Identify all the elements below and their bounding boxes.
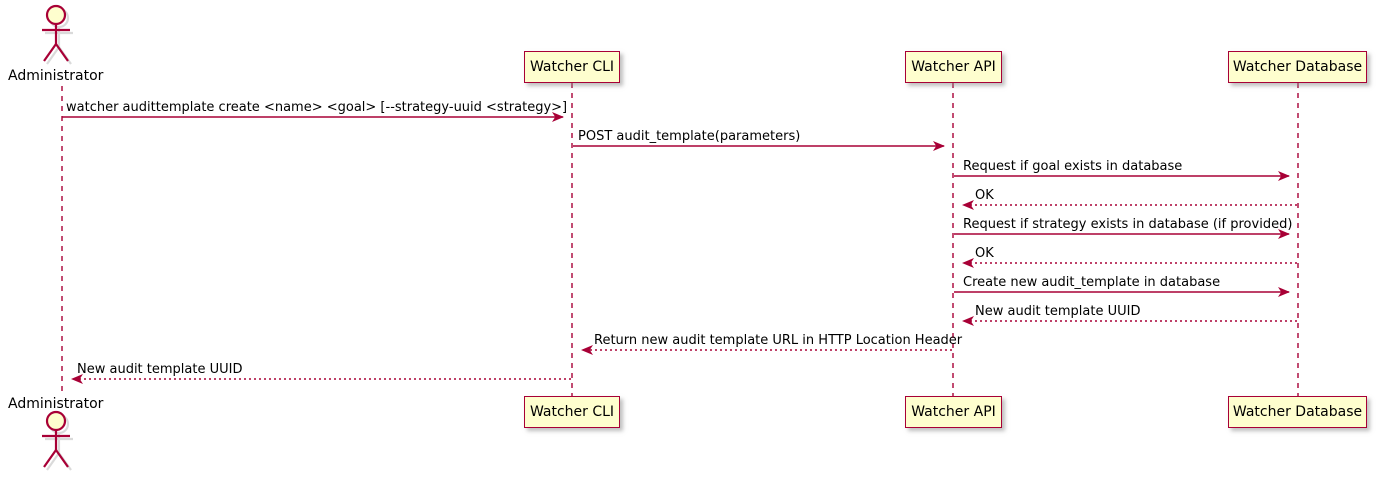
- participant-label-watcher-api: Watcher API: [911, 59, 996, 75]
- message-label-9: Return new audit template URL in HTTP Lo…: [594, 333, 963, 348]
- actor-label-administrator-top: Administrator: [8, 68, 104, 84]
- participant-label-watcher-cli: Watcher CLI: [529, 59, 615, 75]
- participant-box-watcher-cli-bottom[interactable]: Watcher CLI: [524, 396, 620, 428]
- message-label-8: New audit template UUID: [975, 304, 1141, 319]
- message-label-1: watcher audittemplate create <name> <goa…: [66, 100, 568, 115]
- participant-label-watcher-api: Watcher API: [911, 404, 996, 420]
- participant-label-watcher-cli: Watcher CLI: [529, 404, 615, 420]
- actor-administrator-bottom-icon: [42, 410, 70, 468]
- participant-box-watcher-api-bottom[interactable]: Watcher API: [905, 396, 1002, 428]
- participant-box-watcher-cli-top[interactable]: Watcher CLI: [524, 51, 620, 83]
- participant-box-watcher-database-bottom[interactable]: Watcher Database: [1228, 396, 1367, 428]
- actor-administrator-top-icon: [42, 4, 70, 62]
- message-label-2: POST audit_template(parameters): [578, 129, 801, 144]
- message-label-10: New audit template UUID: [77, 362, 243, 377]
- message-label-6: OK: [975, 246, 994, 261]
- participant-box-watcher-api-top[interactable]: Watcher API: [905, 51, 1002, 83]
- message-label-5: Request if strategy exists in database (…: [963, 217, 1293, 232]
- message-label-4: OK: [975, 188, 994, 203]
- participant-label-watcher-database: Watcher Database: [1232, 404, 1363, 420]
- actor-label-administrator-bottom: Administrator: [8, 396, 104, 412]
- participant-box-watcher-database-top[interactable]: Watcher Database: [1228, 51, 1367, 83]
- participant-label-watcher-database: Watcher Database: [1232, 59, 1363, 75]
- message-label-3: Request if goal exists in database: [963, 159, 1183, 174]
- message-label-7: Create new audit_template in database: [963, 275, 1221, 290]
